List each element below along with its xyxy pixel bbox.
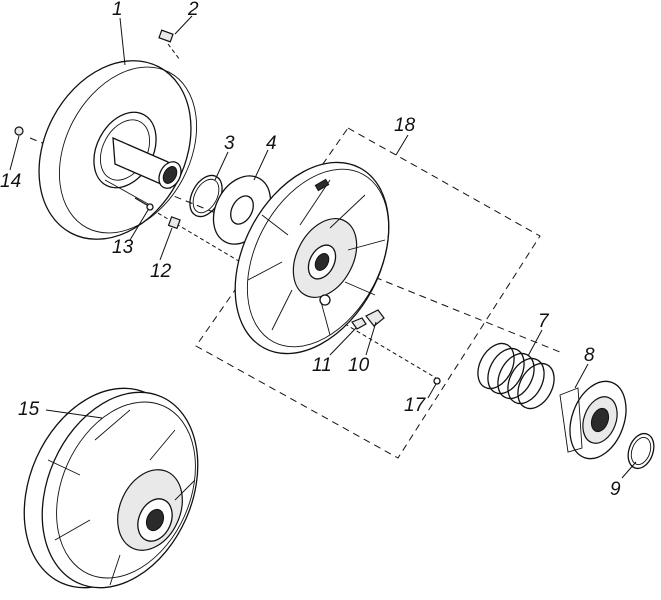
leader-15 — [45, 409, 103, 419]
callout-13: 13 — [112, 237, 134, 258]
leader-7 — [527, 329, 543, 357]
roller-weights — [351, 309, 385, 330]
leader-10 — [365, 321, 377, 356]
callout-1: 1 — [112, 0, 123, 20]
complete-clutch-assembly — [23, 387, 199, 589]
callout-14: 14 — [0, 171, 22, 192]
leader-14 — [9, 135, 20, 171]
movable-sheave — [234, 161, 390, 355]
callout-18: 18 — [394, 115, 416, 136]
spring-cover — [559, 380, 627, 460]
callout-4: 4 — [266, 133, 277, 154]
leader-9 — [621, 461, 637, 479]
small-block — [167, 216, 181, 230]
leader-3 — [214, 151, 229, 181]
callout-12: 12 — [150, 261, 172, 282]
retaining-ring — [627, 432, 655, 470]
callout-10: 10 — [348, 355, 370, 376]
spring — [477, 342, 555, 410]
leader-11 — [329, 327, 357, 356]
leader-13 — [129, 209, 149, 241]
leader-1 — [119, 17, 126, 66]
callout-15: 15 — [18, 399, 40, 420]
fixed-sheave — [38, 60, 198, 240]
leader-12 — [159, 227, 173, 261]
callout-7: 7 — [538, 311, 549, 332]
callout-9: 9 — [610, 479, 621, 500]
pin-axis-line — [167, 43, 181, 61]
callout-3: 3 — [224, 133, 235, 154]
leader-17 — [427, 383, 437, 399]
leader-8 — [574, 363, 589, 389]
callout-17: 17 — [404, 395, 426, 416]
screw — [433, 377, 441, 385]
leader-4 — [253, 149, 269, 181]
callout-8: 8 — [584, 345, 595, 366]
key — [158, 29, 174, 43]
leader-18 — [395, 134, 409, 156]
assembly-group-box — [195, 127, 541, 459]
callout-11: 11 — [312, 355, 332, 376]
leader-2 — [174, 15, 193, 35]
nut — [14, 126, 24, 136]
callout-2: 2 — [188, 0, 199, 20]
pin — [134, 197, 154, 211]
